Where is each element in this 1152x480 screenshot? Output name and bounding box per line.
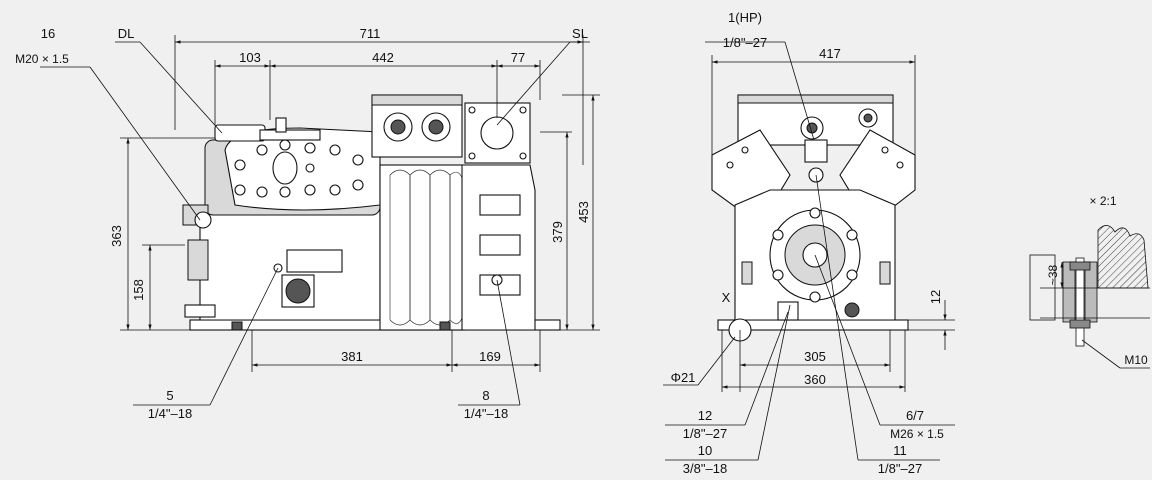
side-view: 711 103 442 77 363 158 379 453 381 169 D… (15, 26, 600, 421)
pos-11-spec: 1/8"–27 (878, 461, 922, 476)
pos-10-spec: 3/8"–18 (683, 461, 727, 476)
detail-scale: × 2:1 (1089, 194, 1116, 208)
front-leaders (663, 41, 955, 461)
dim-phi-21: Φ21 (671, 370, 696, 385)
dim-158: 158 (131, 279, 146, 301)
pos-11-number: 11 (893, 443, 907, 458)
dim-77: 77 (511, 50, 525, 65)
pos-5-number: 5 (166, 388, 173, 403)
dim-381: 381 (341, 349, 363, 364)
pos-1-hp-spec: 1/8"–27 (723, 35, 767, 50)
dim-38: ~38 (1046, 264, 1060, 285)
detail-view: × 2:1 ~38 M10 (1029, 194, 1150, 369)
dim-363: 363 (109, 225, 124, 247)
dim-379: 379 (550, 221, 565, 243)
dim-12: 12 (928, 290, 943, 304)
front-view: 1(HP) 1/8"–27 417 X Φ21 305 360 12 12 1/… (663, 10, 955, 476)
mark-x: X (722, 290, 731, 305)
dim-711: 711 (360, 26, 381, 41)
label-sl: SL (572, 26, 588, 41)
dim-305: 305 (804, 349, 826, 364)
compressor-body (182, 94, 561, 331)
pos-8-number: 8 (482, 388, 489, 403)
dim-169: 169 (479, 349, 501, 364)
pos-16-number: 16 (41, 26, 55, 41)
pos-10-number: 10 (698, 443, 712, 458)
pos-1-hp-number: 1(HP) (728, 10, 762, 25)
label-dl: DL (118, 26, 135, 41)
dim-360: 360 (804, 372, 826, 387)
pos-8-spec: 1/4"–18 (464, 406, 508, 421)
dim-103: 103 (239, 50, 261, 65)
pos-12-number: 12 (698, 408, 712, 423)
front-dim-text: 1(HP) 1/8"–27 417 X Φ21 305 360 12 12 1/… (671, 10, 945, 476)
flange-bolts (772, 207, 858, 303)
motor-ribs (389, 169, 463, 326)
front-dimensions (711, 55, 955, 392)
side-dim-text: 711 103 442 77 363 158 379 453 381 169 D… (15, 26, 591, 421)
bolt-m10: M10 (1124, 353, 1148, 367)
pos-16-spec: M20 × 1.5 (15, 52, 69, 66)
side-dimensions (120, 35, 600, 372)
dim-442: 442 (372, 50, 394, 65)
pos-12-spec: 1/8"–27 (683, 426, 727, 441)
pos-6-7-number: 6/7 (906, 408, 924, 423)
dim-417: 417 (819, 46, 841, 61)
head-bolts (234, 139, 364, 198)
pos-5-spec: 1/4"–18 (148, 406, 192, 421)
front-body (711, 94, 916, 342)
dim-453: 453 (576, 201, 591, 223)
pos-6-7-spec: M26 × 1.5 (890, 427, 944, 441)
side-leaders (40, 41, 590, 406)
